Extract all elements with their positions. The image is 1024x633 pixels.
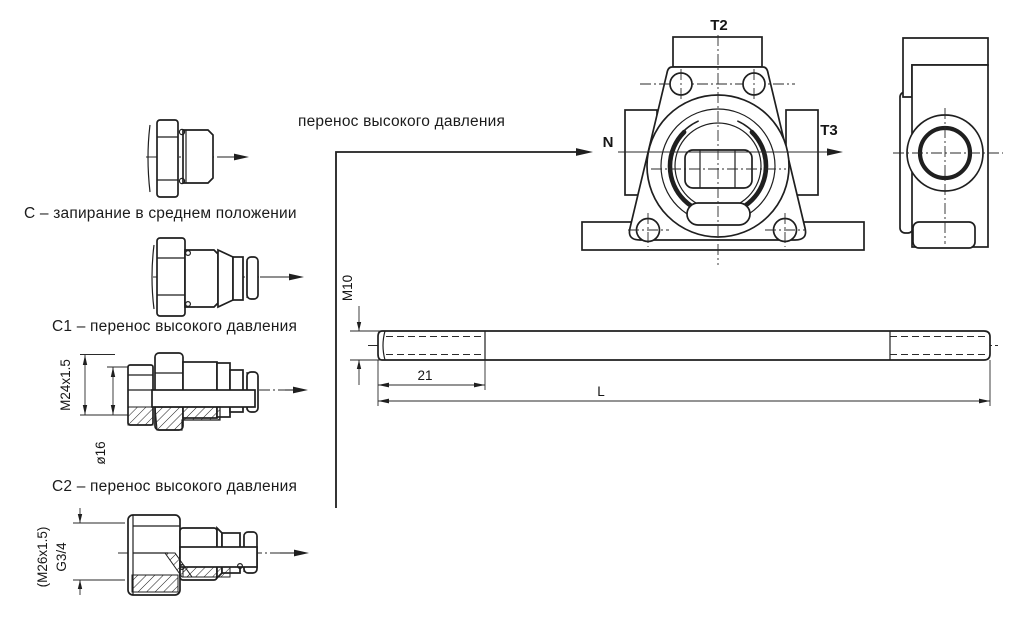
dimension-l: L [378, 360, 991, 406]
arrow-right-icon [576, 148, 593, 156]
dimension-m26-g34: (M26x1.5) G3/4 [35, 508, 125, 595]
nipple-nose [217, 248, 259, 309]
valve-front-view: T2 N T3 [581, 17, 865, 265]
top-bolt-holes [640, 69, 795, 99]
bottom-bolt-holes [628, 213, 806, 247]
dimension-21: 21 [377, 360, 486, 406]
dimension-d16: ø16 [93, 366, 133, 465]
port-axis-n-t3 [618, 148, 843, 156]
chamfer-arc [147, 124, 151, 193]
bottom-slot [686, 202, 751, 226]
spool [651, 149, 786, 189]
d16-diameter-label: ø16 [93, 441, 108, 464]
variant-c2-label: C2 – перенос высокого давления [52, 478, 298, 495]
arrow-right-icon [827, 148, 843, 156]
port-t2-label: T2 [710, 17, 728, 34]
section-hatch [127, 406, 221, 431]
transfer-note-label: перенос высокого давления [298, 113, 506, 130]
chamfer-arc [151, 244, 155, 310]
fitting-m26-drawing: (M26x1.5) G3/4 [35, 508, 309, 596]
m26-thread-label: (M26x1.5) [35, 527, 50, 588]
m10-thread-label: M10 [340, 275, 355, 301]
thread-body [178, 128, 214, 185]
arrow-right-icon [294, 549, 309, 557]
left-thread [386, 331, 486, 360]
arrow-right-icon [293, 386, 308, 394]
right-thread [889, 331, 986, 360]
dimension-m24: M24x1.5 [58, 354, 130, 416]
hex-head [156, 237, 186, 317]
transfer-routing-line [335, 148, 593, 508]
thread-length-label: 21 [417, 368, 432, 383]
section-band [179, 546, 258, 568]
thread-body [184, 249, 219, 308]
rod-body [377, 330, 991, 361]
rod-chamfer [382, 330, 386, 361]
port-t3-label: T3 [820, 122, 838, 139]
overall-length-label: L [597, 384, 605, 399]
section-band [151, 389, 256, 408]
coupling-c1-drawing [151, 237, 304, 317]
port-n-label: N [603, 134, 614, 151]
rod-drawing: M10 21 L [340, 275, 998, 406]
section-hatch [131, 552, 244, 593]
variant-c1-label: C1 – перенос высокого давления [52, 318, 298, 335]
plug-c-drawing [146, 119, 249, 198]
fitting-c2-drawing: M24x1.5 ø16 [58, 352, 308, 465]
dimension-m10: M10 [340, 275, 380, 385]
top-port-tab [672, 36, 763, 68]
arrow-right-icon [289, 273, 304, 281]
g34-thread-label: G3/4 [54, 542, 69, 572]
bottom-boss [912, 221, 976, 249]
valve-side-view [893, 37, 1003, 249]
hex-head [156, 119, 179, 198]
variant-c-label: C – запирание в среднем положении [24, 205, 297, 222]
m24-thread-label: M24x1.5 [58, 359, 73, 411]
arrow-right-icon [234, 153, 249, 161]
